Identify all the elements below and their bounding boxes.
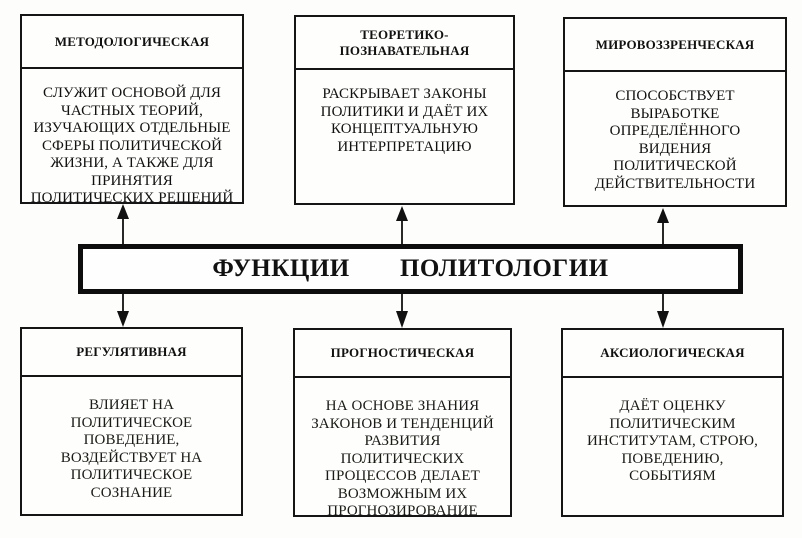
central-title: ФУНКЦИИ ПОЛИТОЛОГИИ — [212, 255, 609, 282]
arrow-to-methodological — [117, 204, 129, 244]
function-description: ВЛИЯЕТ НА ПОЛИТИЧЕСКОЕ ПОВЕДЕНИЕ, ВОЗДЕЙ… — [60, 397, 203, 501]
arrow-to-worldview — [657, 208, 669, 244]
function-title: МЕТОДОЛОГИЧЕСКАЯ — [22, 16, 242, 69]
function-description: СЛУЖИТ ОСНОВОЙ ДЛЯ ЧАСТНЫХ ТЕОРИЙ, ИЗУЧА… — [30, 85, 234, 206]
arrow-to-prognostic — [396, 294, 408, 328]
function-description: РАСКРЫВАЕТ ЗАКОНЫ ПОЛИТИКИ И ДАЁТ ИХ КОН… — [320, 86, 489, 155]
function-title: ТЕОРЕТИКО- ПОЗНАВАТЕЛЬНАЯ — [296, 17, 513, 70]
function-title: МИРОВОЗЗРЕНЧЕСКАЯ — [565, 19, 785, 72]
function-description: СПОСОБСТВУЕТ ВЫРАБОТКЕ ОПРЕДЕЛЁННОГО ВИД… — [594, 88, 756, 192]
function-box-regulative: РЕГУЛЯТИВНАЯ ВЛИЯЕТ НА ПОЛИТИЧЕСКОЕ ПОВЕ… — [20, 327, 243, 516]
function-title: АКСИОЛОГИЧЕСКАЯ — [563, 330, 782, 378]
central-title-banner: ФУНКЦИИ ПОЛИТОЛОГИИ — [78, 244, 743, 294]
arrow-to-regulative — [117, 294, 129, 327]
function-title: ПРОГНОСТИЧЕСКАЯ — [295, 330, 510, 378]
function-box-methodological: МЕТОДОЛОГИЧЕСКАЯ СЛУЖИТ ОСНОВОЙ ДЛЯ ЧАСТ… — [20, 14, 244, 206]
arrow-to-axiological — [657, 294, 669, 328]
arrow-to-theoretical-cognitive — [396, 206, 408, 244]
function-description: ДАЁТ ОЦЕНКУ ПОЛИТИЧЕСКИМ ИНСТИТУТАМ, СТР… — [586, 398, 759, 484]
function-box-theoretical-cognitive: ТЕОРЕТИКО- ПОЗНАВАТЕЛЬНАЯ РАСКРЫВАЕТ ЗАК… — [294, 15, 515, 205]
function-description: НА ОСНОВЕ ЗНАНИЯ ЗАКОНОВ И ТЕНДЕНЦИЙ РАЗ… — [311, 398, 494, 519]
function-title: РЕГУЛЯТИВНАЯ — [22, 329, 241, 377]
function-box-worldview: МИРОВОЗЗРЕНЧЕСКАЯ СПОСОБСТВУЕТ ВЫРАБОТКЕ… — [563, 17, 787, 207]
function-box-prognostic: ПРОГНОСТИЧЕСКАЯ НА ОСНОВЕ ЗНАНИЯ ЗАКОНОВ… — [293, 328, 512, 519]
function-box-axiological: АКСИОЛОГИЧЕСКАЯ ДАЁТ ОЦЕНКУ ПОЛИТИЧЕСКИМ… — [561, 328, 784, 517]
